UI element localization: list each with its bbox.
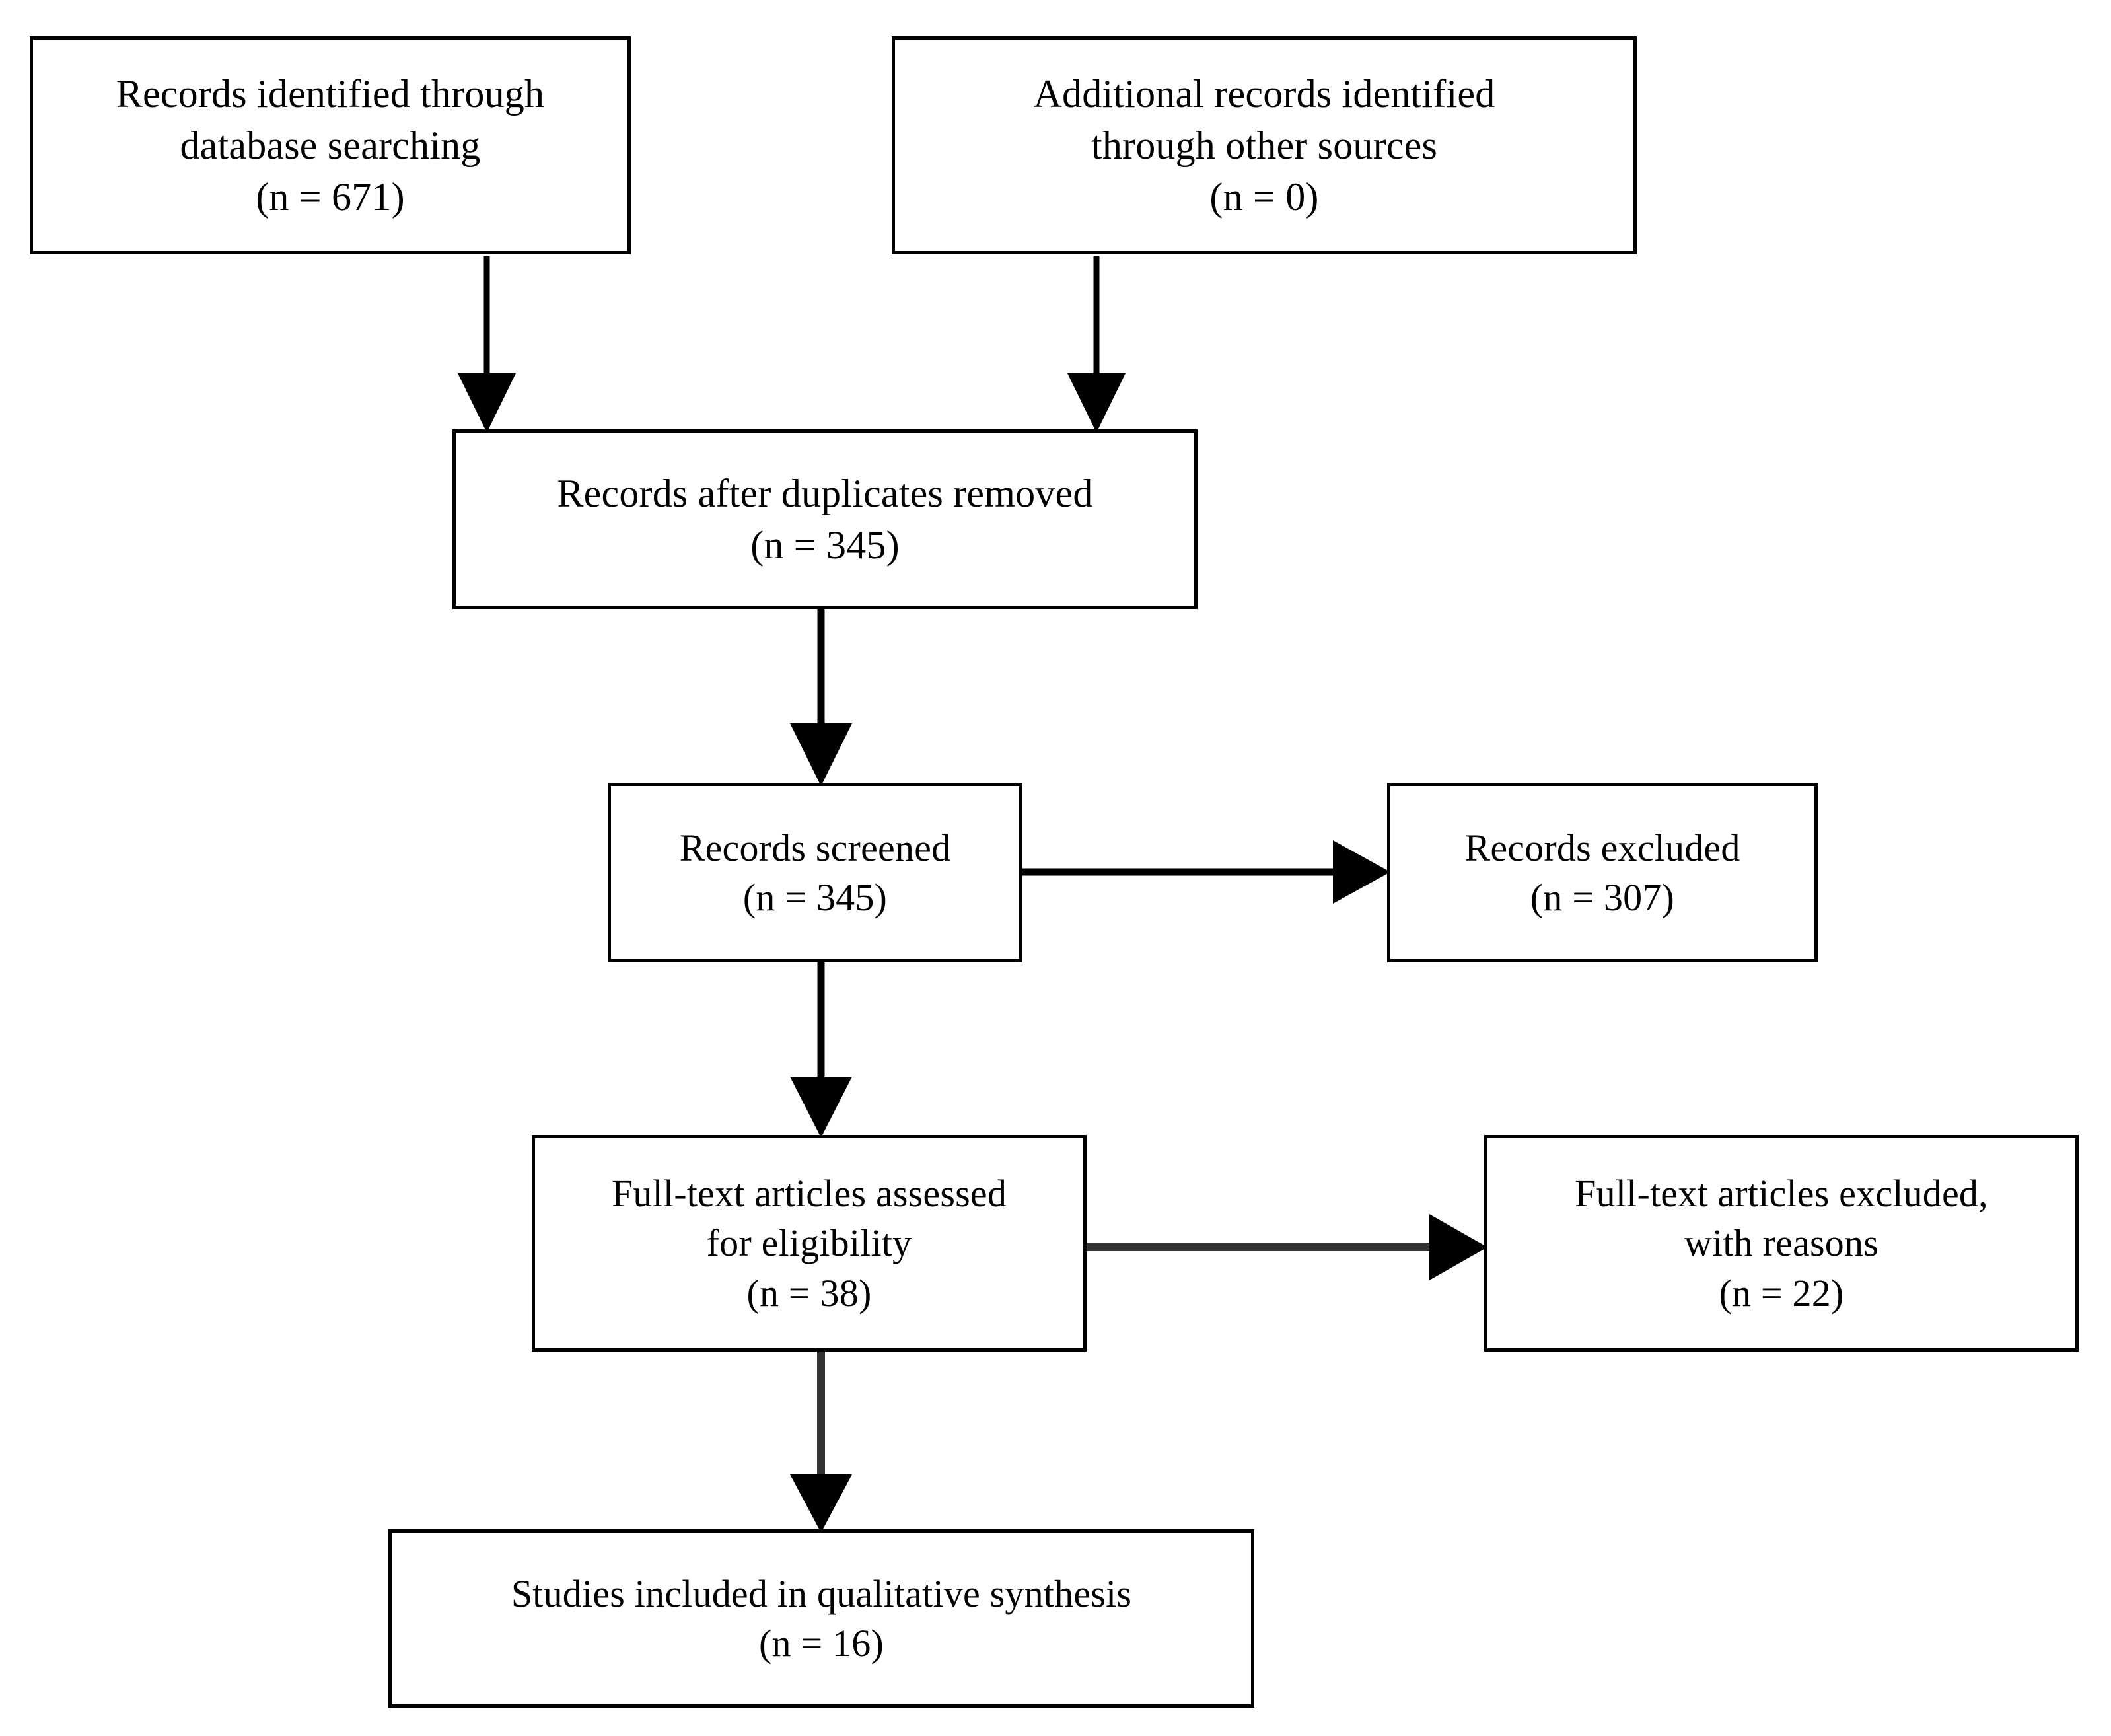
arrow-screened-to-fulltext	[790, 962, 852, 1138]
node-text-line: with reasons	[1684, 1221, 1878, 1265]
node-text-line: Records after duplicates removed	[557, 472, 1093, 515]
node-count-label: (n = 345)	[742, 876, 888, 919]
arrow-duplicates-to-screened	[790, 609, 852, 786]
node-count-label: (n = 22)	[1719, 1271, 1844, 1315]
arrow-fulltext-to-included	[790, 1352, 852, 1533]
arrow-fulltext-to-fulltext-excluded	[1087, 1214, 1487, 1280]
records-screened-box: Records screened (n = 345)	[608, 783, 1022, 962]
node-text-line: database searching	[180, 124, 481, 167]
node-text-line: Full-text articles assessed	[611, 1171, 1007, 1215]
node-count-label: (n = 345)	[750, 523, 900, 567]
studies-included-qualitative-synthesis-box: Studies included in qualitative synthesi…	[388, 1529, 1254, 1708]
full-text-articles-excluded-box: Full-text articles excluded, with reason…	[1484, 1135, 2079, 1352]
records-after-duplicates-removed-box: Records after duplicates removed (n = 34…	[452, 429, 1198, 609]
node-text-line: Records excluded	[1464, 826, 1740, 869]
node-count-label: (n = 38)	[746, 1271, 872, 1315]
arrow-screened-to-excluded	[1022, 840, 1390, 904]
additional-records-other-sources-box: Additional records identified through ot…	[892, 36, 1637, 254]
node-text-line: Additional records identified	[1033, 72, 1495, 116]
node-text-line: Records screened	[679, 826, 951, 869]
node-count-label: (n = 307)	[1530, 876, 1675, 919]
full-text-articles-assessed-box: Full-text articles assessed for eligibil…	[532, 1135, 1087, 1352]
node-count-label: (n = 671)	[256, 175, 405, 219]
node-text-line: Records identified through	[116, 72, 545, 116]
node-count-label: (n = 0)	[1209, 175, 1319, 219]
node-text-line: Full-text articles excluded,	[1575, 1171, 1988, 1215]
arrow-additional-to-duplicates	[1067, 256, 1126, 433]
arrow-identified-to-duplicates	[458, 256, 516, 433]
node-text-line: for eligibility	[706, 1221, 912, 1265]
node-count-label: (n = 16)	[759, 1622, 884, 1665]
node-text-line: Studies included in qualitative synthesi…	[511, 1572, 1132, 1615]
records-identified-database-box: Records identified through database sear…	[30, 36, 631, 254]
node-text-line: through other sources	[1091, 124, 1438, 167]
records-excluded-box: Records excluded (n = 307)	[1387, 783, 1818, 962]
